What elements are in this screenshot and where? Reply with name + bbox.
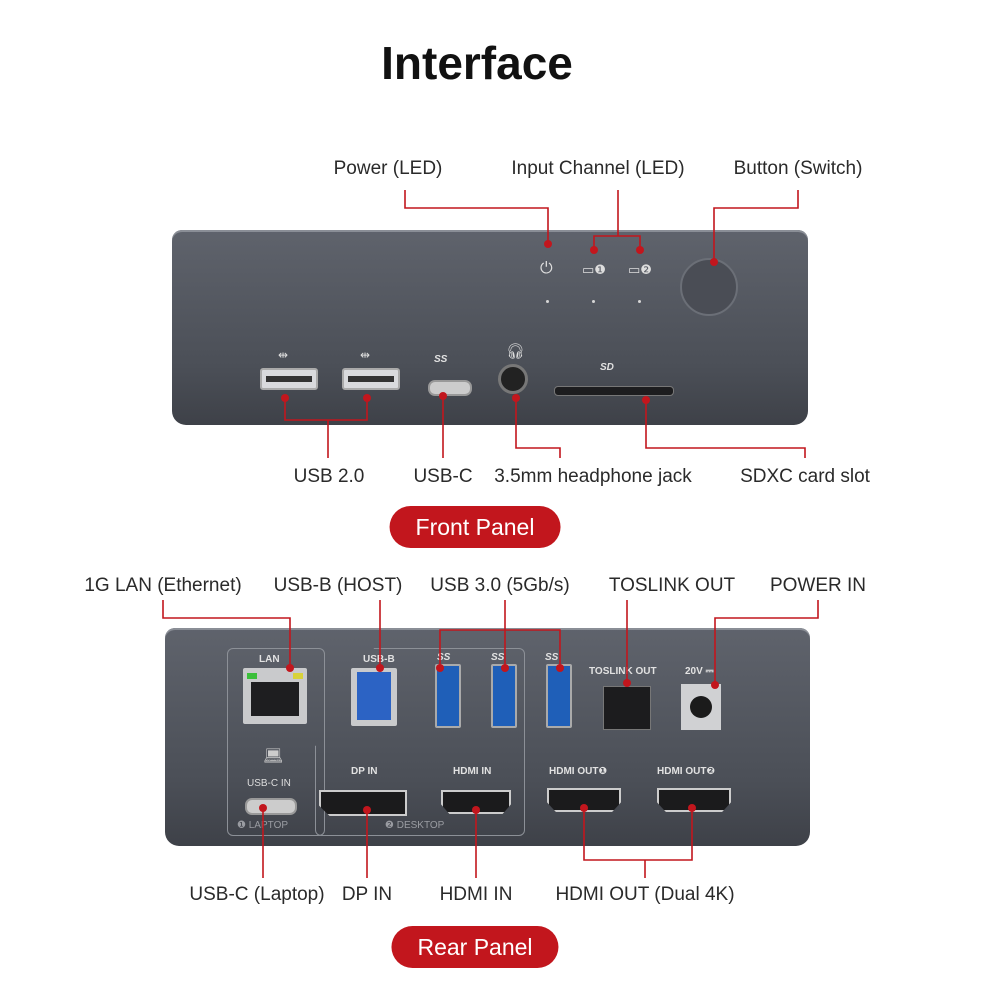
label-hdmi-in: HDMI IN bbox=[439, 884, 513, 905]
usbc-ss-icon: SS bbox=[434, 354, 448, 365]
usb-icon: ⇹ bbox=[360, 348, 371, 362]
channel-2-led bbox=[638, 300, 641, 303]
label-power-in: POWER IN bbox=[769, 575, 867, 596]
label-toslink: TOSLINK OUT bbox=[608, 575, 736, 596]
switch-button bbox=[680, 258, 738, 316]
dp-in-text: DP IN bbox=[351, 766, 378, 777]
usbc-in-text: USB-C IN bbox=[247, 778, 291, 789]
label-dp-in: DP IN bbox=[341, 884, 393, 905]
headphone-jack bbox=[498, 364, 528, 394]
usb3-icon: SS bbox=[545, 652, 559, 663]
hdmi-in-text: HDMI IN bbox=[453, 766, 492, 777]
front-panel-device: ⏻ ▭❶ ▭❷ ⇹ ⇹ SS 🎧︎ SD bbox=[172, 230, 808, 425]
label-power-led: Power (LED) bbox=[333, 158, 443, 179]
usb-3-port-1 bbox=[435, 664, 461, 728]
usb-2-port-1 bbox=[260, 368, 318, 390]
label-sdxc-slot: SDXC card slot bbox=[740, 466, 870, 487]
toslink-text: TOSLINK OUT bbox=[589, 666, 657, 677]
label-hdmi-out: HDMI OUT (Dual 4K) bbox=[555, 884, 735, 905]
power-led-icon: ⏻ bbox=[540, 260, 553, 277]
laptop-icon: 💻︎ bbox=[263, 748, 284, 765]
headphone-icon: 🎧︎ bbox=[506, 343, 526, 360]
label-button-switch: Button (Switch) bbox=[733, 158, 863, 179]
usb-2-port-2 bbox=[342, 368, 400, 390]
desktop-text: ❷ DESKTOP bbox=[385, 820, 445, 831]
ethernet-port bbox=[243, 668, 307, 724]
label-headphone-jack: 3.5mm headphone jack bbox=[494, 466, 692, 487]
power-in-port bbox=[681, 684, 721, 730]
lan-text: LAN bbox=[259, 654, 280, 665]
page-title: Interface bbox=[381, 37, 573, 89]
label-usb-c-laptop: USB-C (Laptop) bbox=[189, 884, 325, 905]
channel-1-led bbox=[592, 300, 595, 303]
usbb-text: USB-B bbox=[363, 654, 395, 665]
rear-panel-device: LAN USB-B SS SS SS TOSLINK OUT 20V ⎓ 💻︎ … bbox=[165, 628, 810, 846]
channel-2-led-icon: ▭❷ bbox=[628, 262, 652, 277]
hdmi-out-1-text: HDMI OUT❶ bbox=[549, 766, 607, 777]
laptop-group-frame bbox=[227, 648, 325, 836]
usb-3-port-2 bbox=[491, 664, 517, 728]
usb-c-port bbox=[428, 380, 472, 396]
dp-port bbox=[319, 790, 407, 816]
usb-c-laptop-port bbox=[245, 798, 297, 815]
label-usb-3: USB 3.0 (5Gb/s) bbox=[430, 575, 570, 596]
sd-card-slot bbox=[554, 386, 674, 396]
usb3-icon: SS bbox=[437, 652, 451, 663]
usb-icon: ⇹ bbox=[278, 348, 289, 362]
rear-panel-badge: Rear Panel bbox=[391, 926, 559, 968]
sd-icon: SD bbox=[600, 362, 614, 373]
front-panel-badge: Front Panel bbox=[389, 506, 561, 548]
toslink-port bbox=[603, 686, 651, 730]
label-lan: 1G LAN (Ethernet) bbox=[84, 575, 242, 596]
label-usb-2: USB 2.0 bbox=[293, 466, 365, 487]
label-input-channel-led: Input Channel (LED) bbox=[511, 158, 685, 179]
usb3-icon: SS bbox=[491, 652, 505, 663]
power-in-text: 20V ⎓ bbox=[685, 666, 714, 677]
usb-b-port bbox=[351, 668, 397, 726]
power-led bbox=[546, 300, 549, 303]
label-usb-b: USB-B (HOST) bbox=[273, 575, 403, 596]
hdmi-out-2-text: HDMI OUT❷ bbox=[657, 766, 715, 777]
label-usb-c: USB-C bbox=[413, 466, 473, 487]
channel-1-led-icon: ▭❶ bbox=[582, 262, 606, 277]
